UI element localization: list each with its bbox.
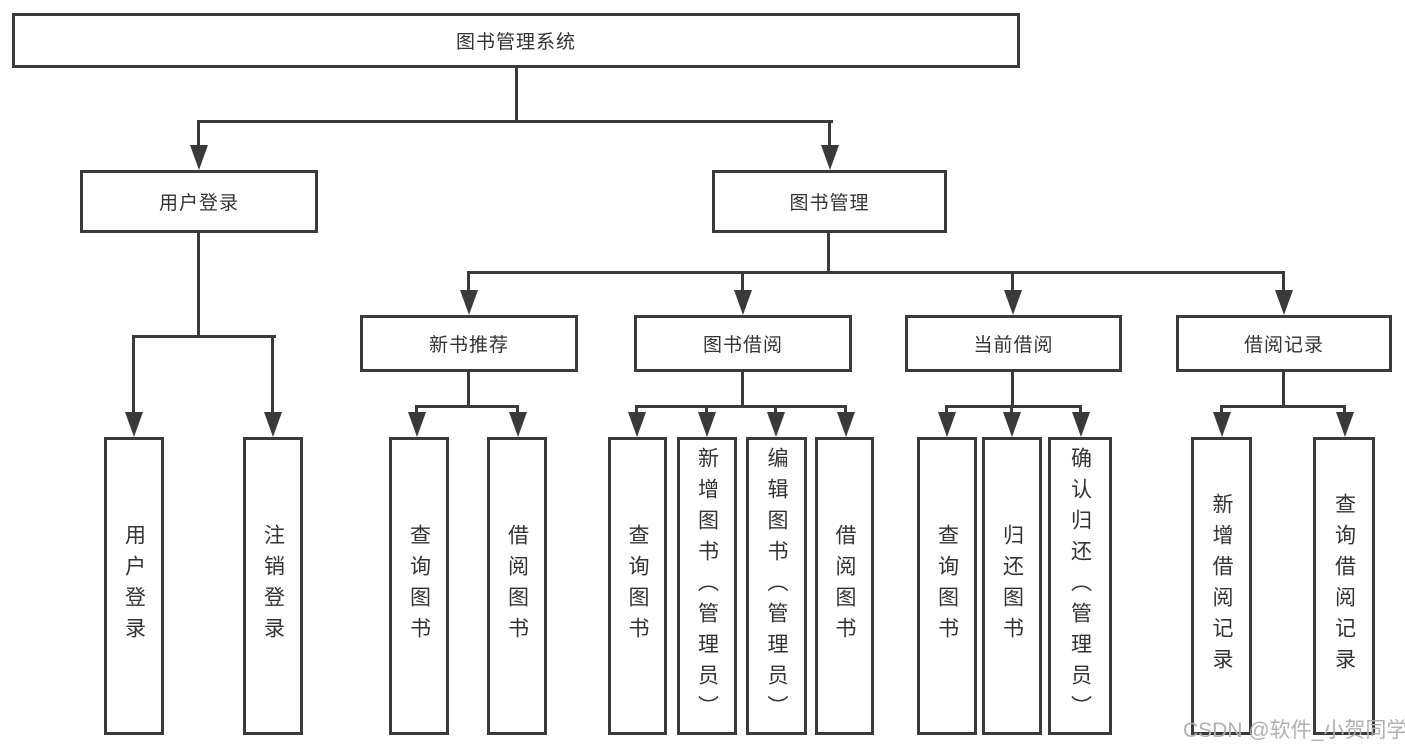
connector-hline — [945, 405, 1082, 408]
leaf-return-book: 归还图书 — [982, 437, 1042, 735]
connector-hline — [415, 405, 519, 408]
connector-vline — [827, 233, 830, 273]
arrow-down-icon — [1072, 412, 1090, 437]
node-current-borrowing: 当前借阅 — [905, 315, 1122, 372]
leaf-label: 查询图书 — [626, 524, 649, 648]
node-label: 当前借阅 — [973, 335, 1054, 356]
connector-hline — [132, 335, 276, 338]
connector-vline — [515, 68, 518, 122]
connector-vline — [741, 372, 744, 408]
node-book-borrowing: 图书借阅 — [634, 315, 852, 372]
connector-vline — [1010, 405, 1013, 417]
connector-vline — [741, 271, 744, 293]
leaf-label: 确认归还（管理员） — [1068, 446, 1092, 726]
connector-vline — [1282, 372, 1285, 408]
leaf-add-book-admin: 新增图书（管理员） — [677, 437, 737, 735]
arrow-down-icon — [821, 145, 839, 170]
connector-vline — [635, 405, 638, 417]
connector-vline — [132, 335, 135, 415]
node-label: 图书借阅 — [702, 335, 783, 356]
leaf-borrow-books: 借阅图书 — [487, 437, 547, 735]
node-label: 新书推荐 — [428, 335, 509, 356]
arrow-down-icon — [509, 412, 527, 437]
arrow-down-icon — [460, 290, 478, 315]
node-label: 用户登录 — [158, 193, 239, 214]
connector-vline — [705, 405, 708, 417]
arrow-down-icon — [125, 412, 143, 437]
watermark: CSDN @软件_小贺同学 — [1183, 719, 1405, 742]
leaf-label: 归还图书 — [1000, 524, 1024, 648]
arrow-down-icon — [190, 145, 208, 170]
arrow-down-icon — [1004, 290, 1022, 315]
connector-vline — [1220, 405, 1223, 417]
node-new-book-recommendation: 新书推荐 — [360, 315, 578, 372]
arrow-down-icon — [1003, 412, 1021, 437]
connector-vline — [1011, 372, 1014, 408]
connector-vline — [945, 405, 948, 417]
leaf-label: 编辑图书（管理员） — [765, 446, 788, 726]
connector-hline — [1220, 405, 1346, 408]
connector-vline — [197, 120, 200, 148]
connector-hline — [467, 271, 1285, 274]
arrow-down-icon — [698, 412, 716, 437]
arrow-down-icon — [1275, 290, 1293, 315]
arrow-down-icon — [1213, 412, 1231, 437]
leaf-label: 新增图书（管理员） — [695, 446, 719, 726]
node-library-management-system: 图书管理系统 — [12, 13, 1020, 68]
leaf-query-books: 查询图书 — [917, 437, 977, 735]
leaf-label: 查询图书 — [407, 524, 431, 648]
leaf-label: 借阅图书 — [833, 524, 856, 648]
node-book-management: 图书管理 — [712, 170, 947, 233]
leaf-label: 查询借阅记录 — [1332, 493, 1356, 679]
node-label: 图书管理系统 — [455, 32, 576, 53]
leaf-label: 注销登录 — [261, 524, 285, 648]
leaf-user-login: 用户登录 — [104, 437, 164, 735]
node-borrowing-records: 借阅记录 — [1176, 315, 1392, 372]
connector-vline — [1079, 405, 1082, 417]
leaf-label: 查询图书 — [935, 524, 959, 648]
connector-hline — [197, 120, 833, 123]
leaf-label: 新增借阅记录 — [1210, 493, 1233, 679]
arrow-down-icon — [408, 412, 426, 437]
arrow-down-icon — [734, 290, 752, 315]
connector-vline — [415, 405, 418, 417]
leaf-edit-book-admin: 编辑图书（管理员） — [746, 437, 807, 735]
connector-vline — [467, 372, 470, 408]
leaf-label: 借阅图书 — [505, 524, 529, 648]
arrow-down-icon — [767, 412, 785, 437]
arrow-down-icon — [837, 412, 855, 437]
leaf-borrow-books: 借阅图书 — [815, 437, 874, 735]
leaf-query-borrow-record: 查询借阅记录 — [1313, 437, 1375, 735]
connector-vline — [844, 405, 847, 417]
connector-vline — [467, 271, 470, 293]
connector-hline — [635, 405, 847, 408]
connector-vline — [1011, 271, 1014, 293]
connector-vline — [271, 335, 274, 415]
node-label: 图书管理 — [789, 193, 870, 214]
arrow-down-icon — [938, 412, 956, 437]
connector-vline — [197, 233, 200, 337]
leaf-query-books: 查询图书 — [389, 437, 449, 735]
connector-vline — [516, 405, 519, 417]
connector-vline — [1282, 271, 1285, 293]
node-label: 借阅记录 — [1243, 335, 1324, 356]
arrow-down-icon — [264, 412, 282, 437]
leaf-label: 用户登录 — [122, 524, 146, 648]
connector-vline — [774, 405, 777, 417]
node-user-login: 用户登录 — [80, 170, 318, 233]
connector-vline — [1343, 405, 1346, 417]
leaf-add-borrow-record: 新增借阅记录 — [1191, 437, 1252, 735]
connector-vline — [828, 120, 831, 148]
leaf-logout-login: 注销登录 — [243, 437, 303, 735]
leaf-confirm-return-admin: 确认归还（管理员） — [1048, 437, 1112, 735]
arrow-down-icon — [1336, 412, 1354, 437]
leaf-query-books: 查询图书 — [608, 437, 667, 735]
arrow-down-icon — [628, 412, 646, 437]
